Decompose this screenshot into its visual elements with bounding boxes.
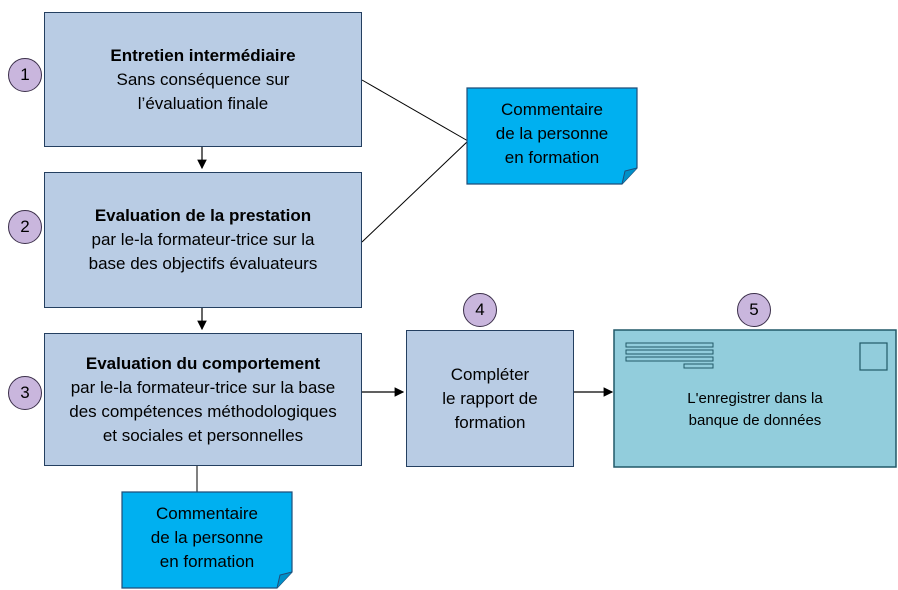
step-4-box: Compléter le rapport de formation <box>406 330 574 467</box>
note-2-line-1: Commentaire <box>155 504 259 523</box>
note-2-line-2: de la personne <box>150 528 264 547</box>
step-5-line-1: L'enregistrer dans la <box>687 390 823 407</box>
step-3-line-3: et sociales et personnelles <box>102 425 304 445</box>
step-4-line-2: le rapport de <box>442 388 538 408</box>
note-1-line-2: de la personne <box>495 124 609 143</box>
step-1-line-2: l’évaluation finale <box>137 93 269 113</box>
note-shape-1 <box>466 87 638 185</box>
note-1-line-3: en formation <box>504 148 600 167</box>
step-3-box: Evaluation du comportement par le-la for… <box>44 333 362 466</box>
step-3-title: Evaluation du comportement <box>85 353 321 373</box>
note-1: Commentaire de la personne en formation <box>467 88 637 180</box>
step-5-badge: 5 <box>737 293 771 327</box>
step-3-line-2: des compétences méthodologiques <box>69 401 337 421</box>
step-5-text: L'enregistrer dans la banque de données <box>614 380 896 440</box>
step-5-line-2: banque de données <box>688 412 822 429</box>
step-1-line-1: Sans conséquence sur <box>116 69 290 89</box>
note-1-line-1: Commentaire <box>500 100 604 119</box>
step-1-box: Entretien intermédiaire Sans conséquence… <box>44 12 362 147</box>
step-2-line-2: base des objectifs évaluateurs <box>88 254 318 273</box>
step-1-badge: 1 <box>8 58 42 92</box>
step-3-badge: 3 <box>8 376 42 410</box>
step-4-badge: 4 <box>463 293 497 327</box>
step-2-title: Evaluation de la prestation <box>94 206 312 225</box>
step-2-box: Evaluation de la prestation par le-la fo… <box>44 172 362 308</box>
note-connector-1 <box>361 79 469 142</box>
note-2: Commentaire de la personne en formation <box>122 492 292 584</box>
database-card-shape <box>613 329 897 468</box>
step-2-line-1: par le-la formateur-trice sur la <box>91 230 315 249</box>
note-connector-2 <box>361 140 469 243</box>
note-shape-2 <box>121 491 293 589</box>
step-4-line-3: formation <box>454 412 526 432</box>
step-4-line-1: Compléter <box>450 364 530 384</box>
step-3-line-1: par le-la formateur-trice sur la base <box>70 377 336 397</box>
step-2-badge: 2 <box>8 210 42 244</box>
step-1-title: Entretien intermédiaire <box>110 45 296 65</box>
note-2-line-3: en formation <box>159 552 255 571</box>
